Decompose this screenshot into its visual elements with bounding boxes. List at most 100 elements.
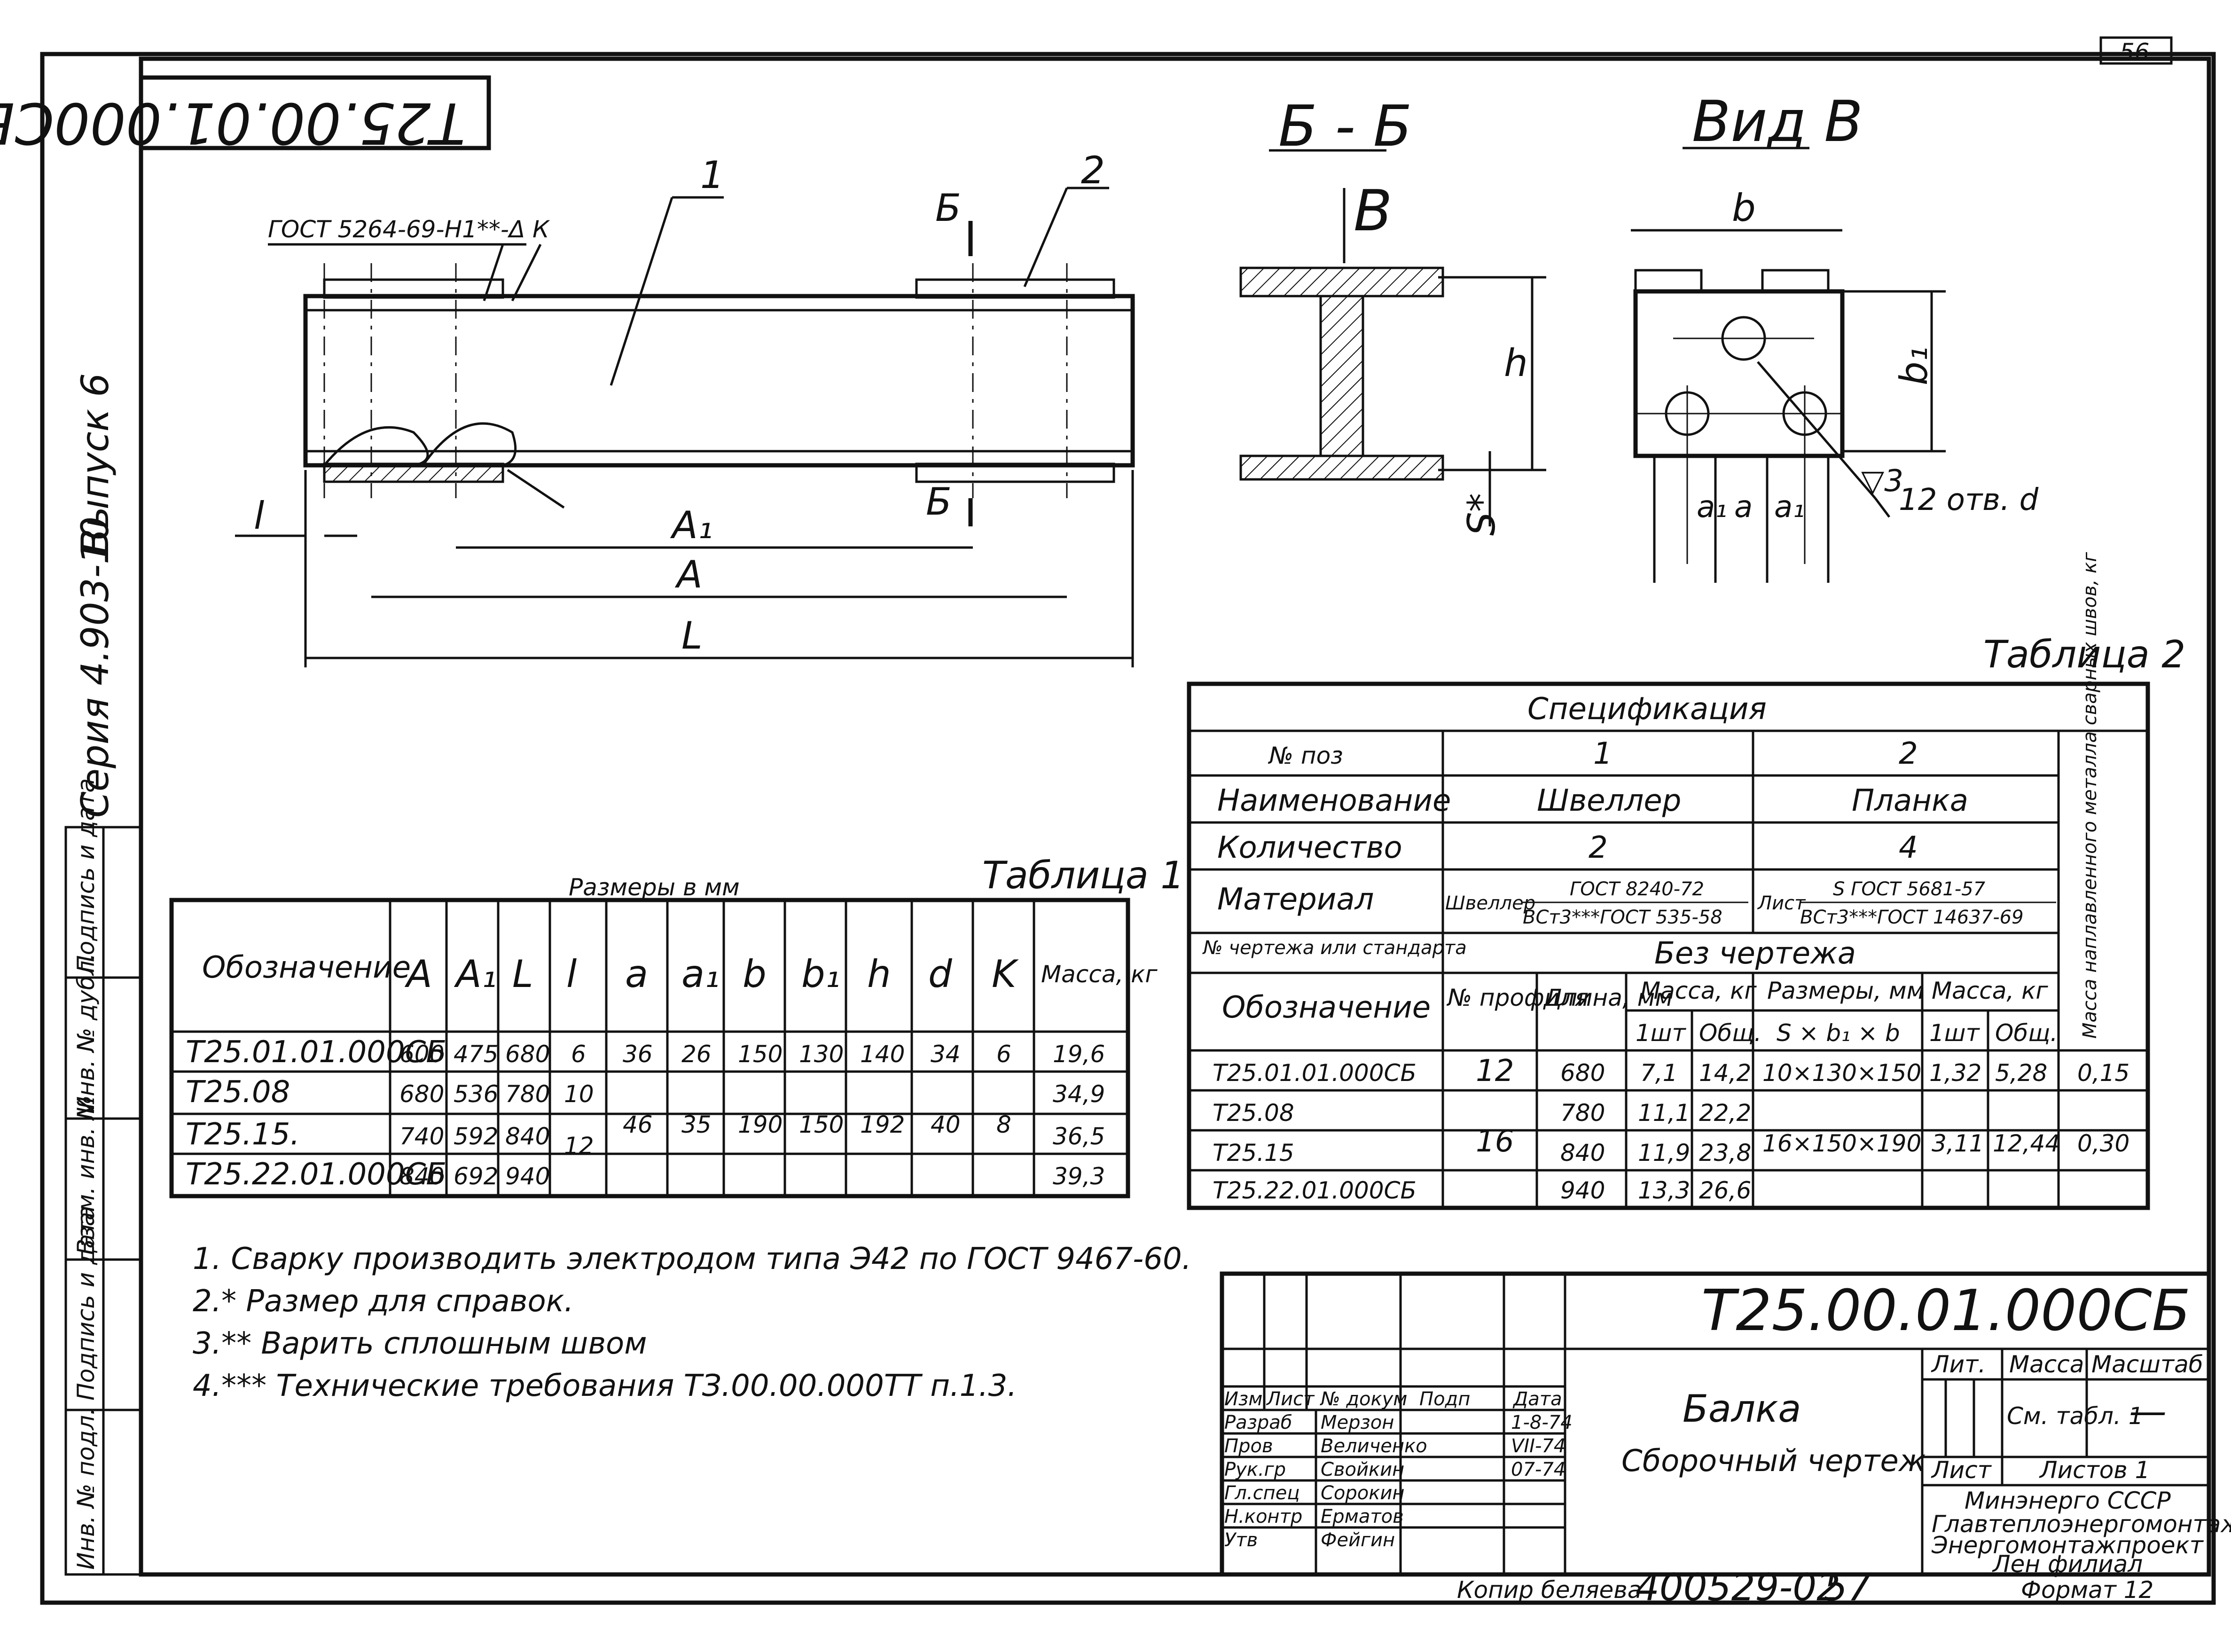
note-4: 4.*** Технические требования ТЗ.00.00.00… xyxy=(193,1369,1017,1403)
tb-col-date: Дата xyxy=(1512,1388,1562,1410)
t1-r1-L: 780 xyxy=(505,1080,550,1108)
t1-r2-A1: 592 xyxy=(454,1123,498,1150)
section-mark-bottom: Б xyxy=(926,480,952,524)
t2-sh-one: 1шт xyxy=(1636,1019,1687,1047)
tb-p3-role: Гл.спец xyxy=(1224,1482,1300,1504)
section-mark-top: Б xyxy=(935,186,961,230)
tb-hdr-mass: Масса xyxy=(2009,1351,2084,1378)
footer-sheet-no: 57 xyxy=(1824,1566,1871,1609)
t2-sh-total: Общ. xyxy=(1699,1019,1761,1047)
t2-side-header: Масса наплавленного металла сварных швов… xyxy=(2079,552,2101,1039)
tb-p3-name: Сорокин xyxy=(1321,1482,1405,1504)
strip-vzam-inv: Взам. инв. № xyxy=(72,1096,100,1255)
tb-p0-name: Мерзон xyxy=(1321,1412,1394,1433)
note-3: 3.** Варить сплошным швом xyxy=(193,1326,647,1361)
view-b-drawing xyxy=(1631,229,1946,583)
tb-hdr-scale: Масштаб xyxy=(2091,1351,2203,1378)
section-s-label: S* xyxy=(1460,493,1503,536)
t2-pos-2: 2 xyxy=(1899,736,1918,771)
pos-1-label: 1 xyxy=(700,153,724,197)
t2-name-label: Наименование xyxy=(1217,783,1451,818)
t2-r0-mt: 14,2 xyxy=(1699,1059,1751,1087)
table1-units: Размеры в мм xyxy=(569,874,740,901)
t2-r0-des: Т25.01.01.000СБ xyxy=(1213,1059,1417,1087)
t1-r0-l: 6 xyxy=(571,1041,586,1068)
t1-r2-d: 40 xyxy=(931,1111,961,1138)
t2-drawing-label: № чертежа или стандарта xyxy=(1202,937,1467,959)
strip-inv-podl: Инв. № подл. xyxy=(72,1408,100,1570)
t1-r3-A1: 692 xyxy=(454,1163,498,1190)
t2-qty-2: 4 xyxy=(1899,830,1918,865)
tb-col-doc: № докум xyxy=(1320,1388,1407,1410)
t1-r0-d: 34 xyxy=(931,1041,961,1068)
tb-p2-date: 07-74 xyxy=(1511,1459,1566,1480)
tb-name: Балка xyxy=(1683,1387,1801,1431)
t2-r0-m1: 7,1 xyxy=(1640,1059,1678,1087)
tb-p5-role: Утв xyxy=(1224,1529,1258,1551)
t1-r2-l: 12 xyxy=(564,1132,594,1159)
t1-h-b1: b₁ xyxy=(801,952,840,996)
t2-r2-mt: 23,8 xyxy=(1699,1139,1751,1167)
t2-r2-m1: 11,9 xyxy=(1638,1139,1690,1167)
footer-format: Формат 12 xyxy=(2021,1576,2153,1604)
note-2: 2.* Размер для справок. xyxy=(193,1284,574,1319)
title-block-grid xyxy=(1220,1271,2211,1577)
t1-h-a1: a₁ xyxy=(681,952,720,996)
note-1: 1. Сварку производить электродом типа Э4… xyxy=(193,1242,1191,1276)
t2-material-2-prefix: Лист xyxy=(1757,893,1806,914)
tb-scale-value: — xyxy=(2129,1389,2167,1433)
tb-org1: Минэнерго СССР xyxy=(1965,1487,2171,1514)
view-b-b1-label: b₁ xyxy=(1892,346,1936,385)
t1-h-mass: Масса, кг xyxy=(1041,961,1158,988)
t1-r3-A: 840 xyxy=(399,1163,444,1190)
tb-mass-value: См. табл. 1 xyxy=(2007,1402,2144,1430)
view-b-b-label: b xyxy=(1732,186,1756,230)
notes: 1. Сварку производить электродом типа Э4… xyxy=(193,1242,1191,1403)
t2-r0-m2t: 5,28 xyxy=(1995,1059,2047,1087)
t2-r0-len: 680 xyxy=(1560,1059,1605,1087)
t2-r2-weld: 0,30 xyxy=(2077,1130,2129,1157)
t1-r1-l: 10 xyxy=(564,1080,594,1108)
tb-org4: Лен филиал xyxy=(1992,1550,2143,1578)
t1-r0-a: 36 xyxy=(623,1041,653,1068)
issue-label: Выпуск 6 xyxy=(73,373,117,555)
tb-subtitle: Сборочный чертеж xyxy=(1621,1444,1926,1479)
t2-r3-m1: 13,3 xyxy=(1638,1177,1690,1204)
t1-r2-A: 740 xyxy=(399,1123,444,1150)
t2-pos-1: 1 xyxy=(1593,736,1613,771)
tb-p4-role: Н.контр xyxy=(1224,1506,1302,1527)
t1-r1-A1: 536 xyxy=(454,1080,498,1108)
table2-caption: Таблица 2 xyxy=(1983,633,2185,676)
t1-h-h: h xyxy=(867,952,891,996)
table1-header: Обозначение A A₁ L l a a₁ b b₁ h d K Мас… xyxy=(202,950,1158,996)
t1-h-designation: Обозначение xyxy=(202,950,411,985)
tb-p2-role: Рук.гр xyxy=(1224,1459,1286,1480)
section-arrow-label: В xyxy=(1354,179,1392,244)
t2-sh-profile: № профиля xyxy=(1446,984,1589,1011)
tb-p1-name: Величенко xyxy=(1321,1435,1427,1457)
tb-org3: Энергомонтажпроект xyxy=(1931,1532,2204,1559)
table2-grid xyxy=(1187,681,2150,1210)
dim-a1-label: A₁ xyxy=(670,503,713,547)
footer-number: 400529-02 xyxy=(1636,1566,1840,1609)
tb-p0-role: Разраб xyxy=(1224,1412,1292,1433)
t2-title: Спецификация xyxy=(1527,692,1767,727)
t1-h-L: L xyxy=(512,952,533,996)
t1-h-d: d xyxy=(928,952,953,996)
footer-copied: Копир беляева xyxy=(1457,1576,1642,1604)
t2-sh-sizes: Размеры, мм xyxy=(1767,977,1924,1004)
t2-r0-weld: 0,15 xyxy=(2077,1059,2129,1087)
t1-r2-des: Т25.15. xyxy=(186,1117,300,1152)
t2-qty-label: Количество xyxy=(1217,830,1402,865)
stamp-top-code: Т25.00.01.000СБ xyxy=(0,90,465,155)
t2-r3-des: Т25.22.01.000СБ xyxy=(1213,1177,1417,1204)
t1-h-K: K xyxy=(992,952,1019,996)
t1-r0-b1: 130 xyxy=(799,1041,844,1068)
t2-r3-len: 940 xyxy=(1560,1177,1605,1204)
strip-sign-date-1: Подпись и дата xyxy=(72,1206,100,1401)
t2-r2-des: Т25.15 xyxy=(1213,1139,1294,1167)
dim-l-total-label: L xyxy=(681,614,703,658)
t2-sh-mass: Масса, кг xyxy=(1640,977,1757,1004)
tb-sheet: Лист xyxy=(1931,1456,1992,1484)
dim-a-label: A xyxy=(674,553,703,596)
